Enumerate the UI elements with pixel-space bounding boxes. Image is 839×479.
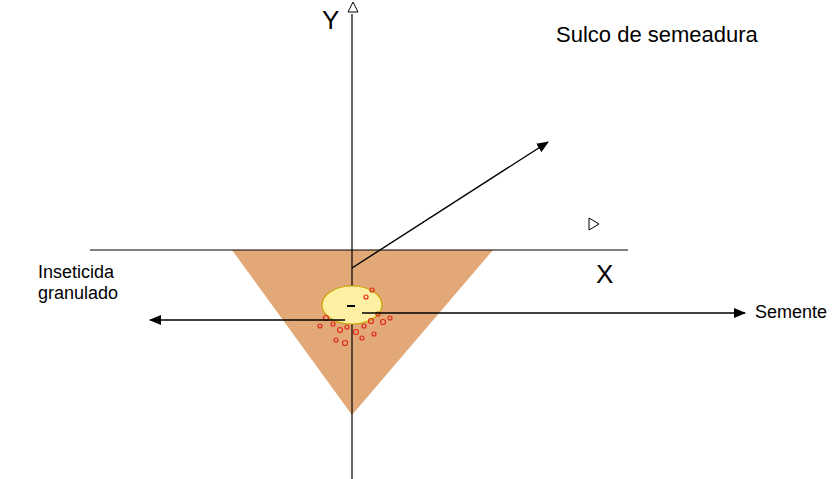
callout-label: Sulco de semeadura [556,22,758,47]
leader-arrow [150,319,345,320]
leader-arrow [352,142,548,268]
seed [322,286,382,324]
insecticide-granules [318,288,392,346]
callout-label: Semente [755,302,827,323]
callout-label: Inseticida granulado [38,262,148,303]
axis-label: X [596,260,613,290]
x-axis [90,249,628,250]
x-axis-head [589,218,599,230]
y-axis [351,14,352,479]
y-axis-head [348,2,358,12]
leader-arrow [362,312,745,313]
seed-mark [347,305,355,307]
axis-label: Y [322,6,339,36]
sowing-furrow [232,250,493,415]
